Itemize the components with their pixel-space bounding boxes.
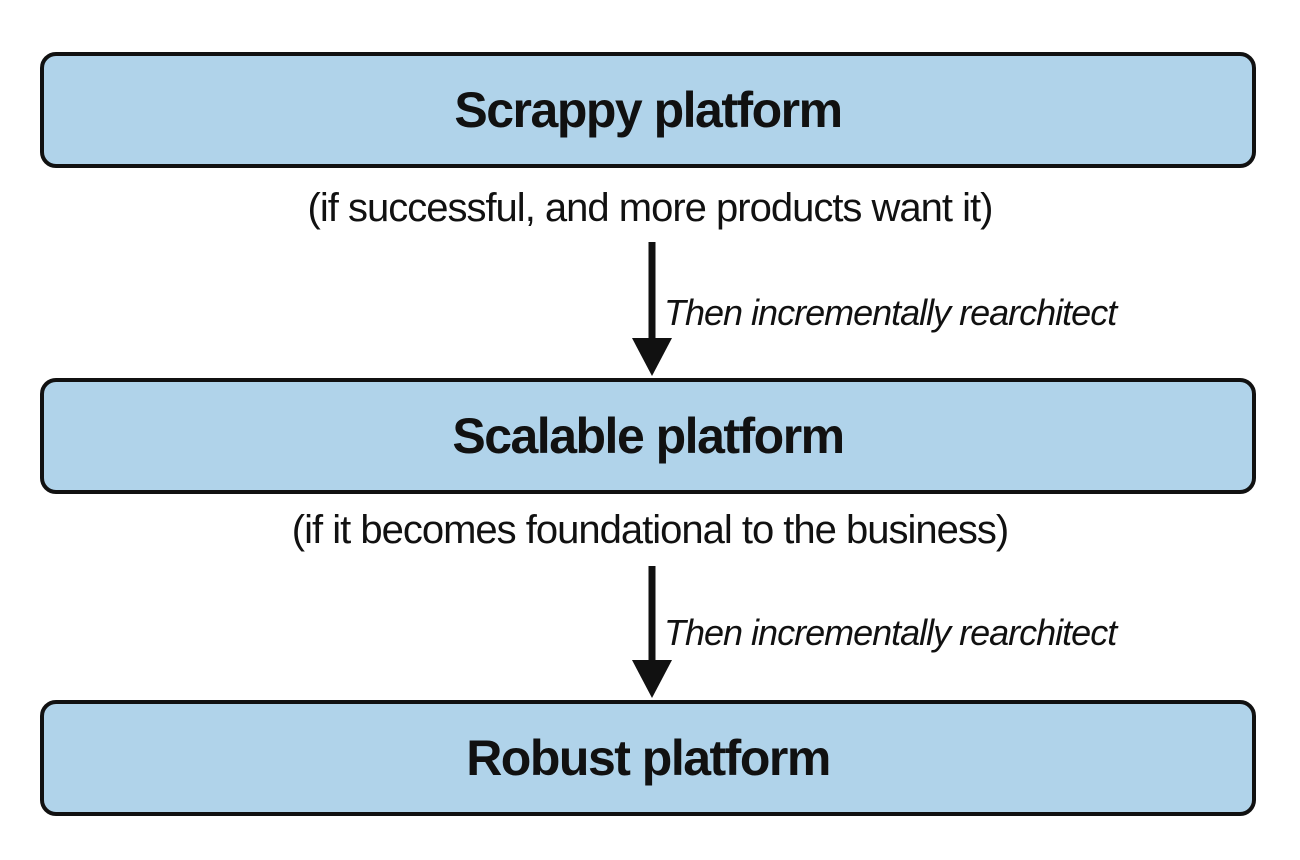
stage-label-scalable: Scalable platform — [452, 408, 845, 464]
stage-box-scalable: Scalable platform — [40, 378, 1256, 494]
stage-label-scrappy: Scrappy platform — [454, 82, 843, 138]
down-arrow-icon — [632, 242, 672, 376]
down-arrow-icon — [632, 566, 672, 698]
stage-box-robust: Robust platform — [40, 700, 1256, 816]
transition-action-2: Then incrementally rearchitect — [664, 612, 1117, 653]
transition-condition-2: (if it becomes foundational to the busin… — [291, 508, 1009, 552]
transition-action-1: Then incrementally rearchitect — [664, 292, 1117, 333]
stage-label-robust: Robust platform — [466, 730, 831, 786]
transition-condition-1: (if successful, and more products want i… — [307, 186, 994, 230]
stage-box-scrappy: Scrappy platform — [40, 52, 1256, 168]
